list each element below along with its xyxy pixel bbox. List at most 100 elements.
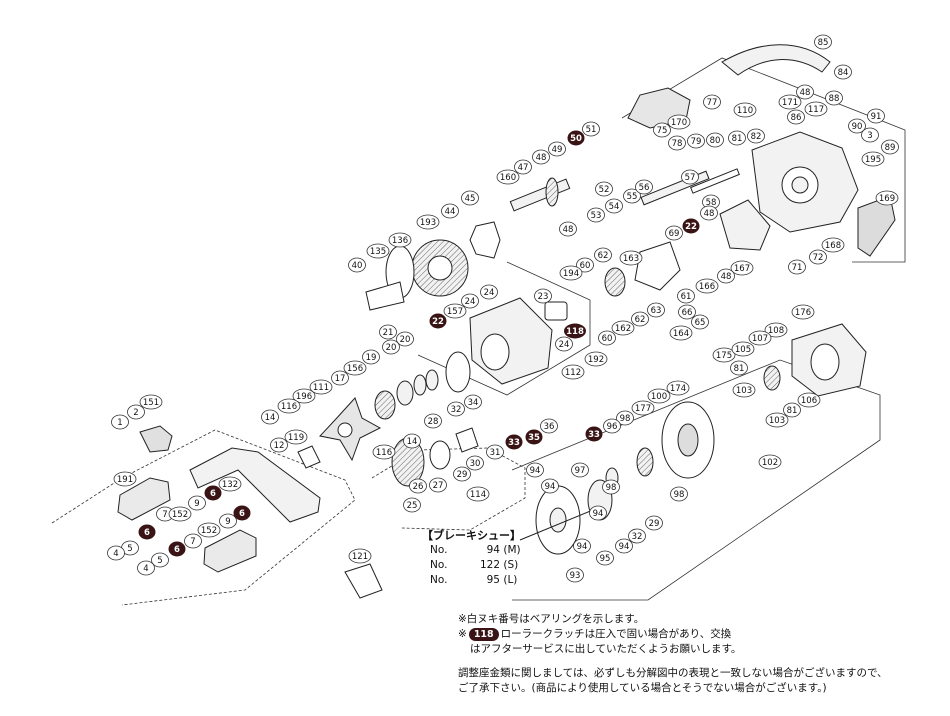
callout-number: 116: [376, 448, 392, 458]
callout-number: 56: [639, 183, 650, 193]
callout-number: 81: [732, 134, 743, 144]
bearing-badge: 6: [233, 505, 251, 521]
callout-number: 71: [792, 263, 803, 273]
part-callout: 52: [595, 181, 613, 197]
callout-bubble: [631, 311, 649, 327]
callout-number: 152: [172, 510, 188, 520]
callout-bubble: [706, 132, 724, 148]
callout-number: 78: [672, 139, 683, 149]
part-callout: 48: [532, 149, 550, 165]
part-callout: 23: [534, 288, 552, 304]
callout-bubble: [403, 497, 421, 513]
callout-number: 9: [225, 517, 230, 527]
callout-bubble: [348, 548, 372, 564]
part-callout: 7: [156, 506, 174, 522]
part-callout: 44: [441, 203, 459, 219]
legend-number: 94: [486, 544, 500, 556]
part-callout: 45: [461, 190, 479, 206]
part-callout: 32: [628, 528, 646, 544]
callout-bubble: [388, 232, 412, 248]
callout-number: 20: [386, 343, 397, 353]
part-callout: 160: [496, 169, 520, 185]
bearing-badge: 22: [429, 313, 447, 329]
part-callout: 195: [861, 151, 885, 167]
callout-number: 55: [627, 192, 638, 202]
part-callout: 119: [284, 429, 308, 445]
part-callout: 20: [396, 331, 414, 347]
part-callout: 32: [447, 401, 465, 417]
callout-number: 85: [818, 38, 829, 48]
callout-number: 26: [413, 482, 424, 492]
callout-bubble: [113, 471, 137, 487]
callout-number: 107: [752, 334, 768, 344]
callout-number: 167: [734, 264, 750, 274]
callout-number: 48: [536, 153, 547, 163]
callout-bubble: [712, 347, 736, 363]
callout-bubble: [111, 414, 129, 430]
part-callout: 24: [461, 293, 479, 309]
callout-bubble: [576, 257, 594, 273]
callout-number: 62: [598, 251, 609, 261]
callout-bubble: [555, 336, 573, 352]
part-callout: 176: [791, 304, 815, 320]
callout-bubble: [788, 259, 806, 275]
callout-number: 97: [575, 466, 586, 476]
callout-number: 62: [635, 315, 646, 325]
callout-number: 51: [586, 125, 597, 135]
callout-bubble: [218, 476, 242, 492]
callout-number: 52: [599, 185, 610, 195]
part-callout: 117: [804, 101, 828, 117]
callout-bubble: [139, 394, 163, 410]
callout-number: 168: [825, 241, 841, 251]
callout-number: 14: [265, 413, 276, 423]
callout-number: 48: [563, 225, 574, 235]
callout-number: 49: [552, 145, 563, 155]
callout-number: 98: [620, 414, 631, 424]
callout-bubble: [284, 429, 308, 445]
part-callout: 98: [616, 410, 634, 426]
callout-bubble: [619, 250, 643, 266]
part-callout: 167: [730, 260, 754, 276]
part-callout: 49: [548, 141, 566, 157]
callout-bubble: [691, 314, 709, 330]
part-callout: 29: [453, 466, 471, 482]
callout-bubble: [584, 351, 608, 367]
part-callout: 7: [184, 533, 202, 549]
callout-bubble: [611, 320, 635, 336]
part-callout: 62: [631, 311, 649, 327]
part-callout: 36: [540, 418, 558, 434]
part-callout: 177: [631, 400, 655, 416]
callout-number: 116: [281, 402, 297, 412]
callout-bubble: [645, 515, 663, 531]
callout-number: 91: [871, 112, 882, 122]
badge-bubble: [429, 313, 447, 329]
part-callout: 40: [348, 257, 366, 273]
callout-number: 60: [580, 261, 591, 271]
callout-number: 94: [619, 542, 630, 552]
callout-number: 3: [867, 131, 872, 141]
callout-number: 5: [127, 544, 132, 554]
callout-number: 45: [465, 194, 476, 204]
badge-number: 6: [210, 489, 216, 499]
callout-number: 82: [751, 132, 762, 142]
part-callout: 34: [464, 394, 482, 410]
callout-number: 163: [623, 254, 639, 264]
part-callout: 20: [382, 339, 400, 355]
callout-number: 95: [600, 554, 611, 564]
note-washers-continued: ご了承下さい。(商品により使用している場合とそうでない場合がございます。): [458, 682, 827, 694]
badge-number: 22: [685, 222, 697, 232]
callout-bubble: [443, 303, 467, 319]
callout-number: 60: [602, 334, 613, 344]
callout-bubble: [703, 94, 721, 110]
callout-bubble: [669, 325, 693, 341]
callout-number: 135: [370, 247, 386, 257]
callout-bubble: [787, 109, 805, 125]
part-callout: 116: [277, 398, 301, 414]
callout-number: 27: [433, 481, 444, 491]
part-callout: 24: [480, 284, 498, 300]
part-callout: 69: [665, 225, 683, 241]
callout-bubble: [461, 190, 479, 206]
callout-number: 31: [490, 448, 501, 458]
